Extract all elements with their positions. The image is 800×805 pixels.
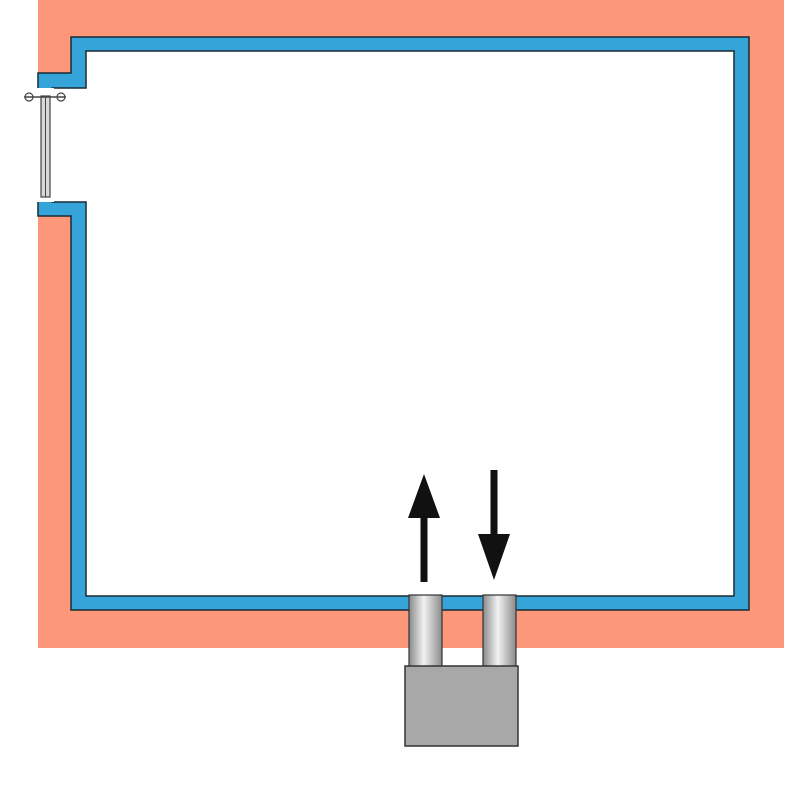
arrow-down-icon <box>478 470 510 580</box>
return-pipe <box>482 594 517 669</box>
outflow-pipe <box>408 594 443 669</box>
door <box>24 92 66 198</box>
room-interior <box>51 50 735 597</box>
external-unit <box>404 665 519 747</box>
arrow-up-icon <box>408 474 440 582</box>
